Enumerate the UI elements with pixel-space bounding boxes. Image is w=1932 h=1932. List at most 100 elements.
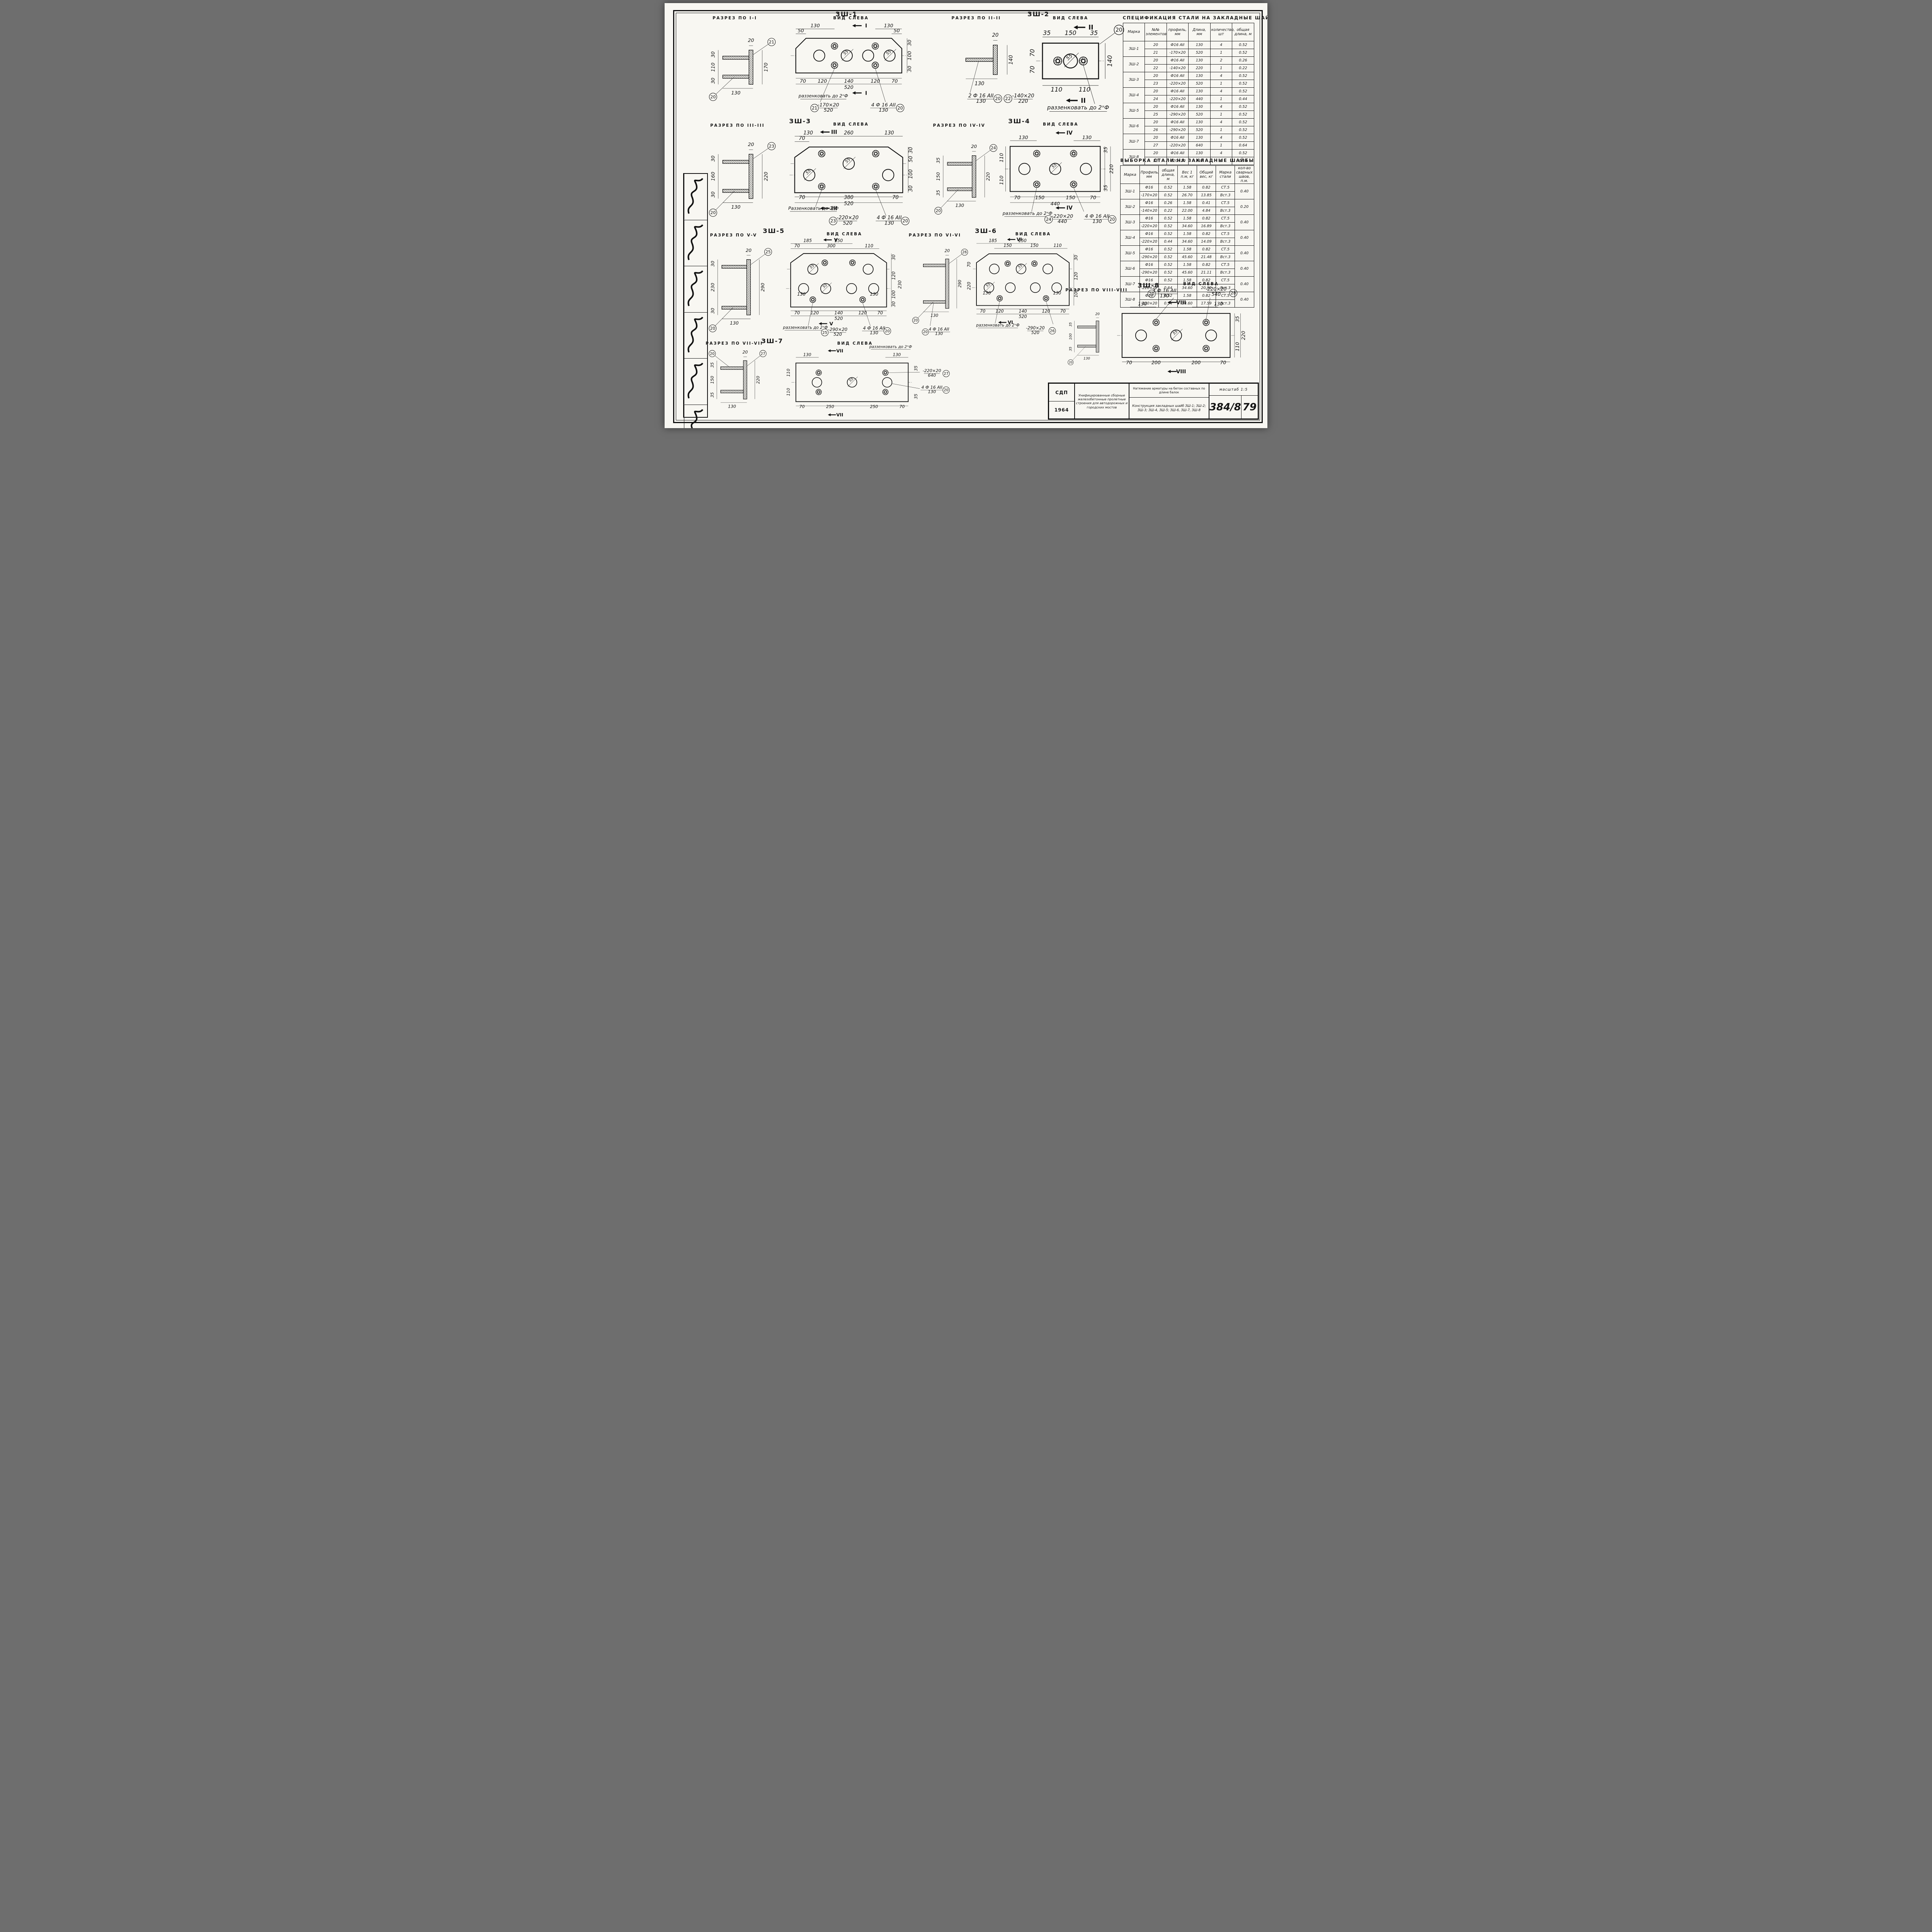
dimension-line	[876, 190, 886, 216]
mark-cell: ЗШ-4	[1122, 87, 1145, 103]
table-header: Марка стали	[1215, 165, 1235, 184]
panel-title-zsh6: ЗШ-6	[975, 227, 997, 235]
value-cell: 20	[1145, 87, 1167, 95]
table-header: Вес 1 п.м, кг	[1177, 165, 1197, 184]
panel-title-zsh3: ЗШ-3	[789, 117, 811, 125]
dim-label: 50	[798, 27, 804, 33]
signature-stroke	[687, 270, 704, 306]
value-cell: -140×20	[1139, 207, 1159, 215]
left-view-title: ВИД СЛЕВА	[833, 15, 869, 20]
value-cell: 0.82	[1196, 245, 1216, 254]
left-view-title: ВИД СЛЕВА	[827, 231, 862, 236]
steel-section	[720, 390, 744, 393]
dim-label: 70	[799, 404, 805, 409]
value-cell: 130	[1188, 41, 1211, 49]
section-mark-arrow	[998, 321, 1001, 324]
signature-stroke	[687, 362, 704, 399]
callout-circle	[912, 317, 919, 324]
hole-diameter-line	[821, 282, 832, 293]
signature-scribble	[687, 362, 704, 399]
value-cell: 13.85	[1196, 191, 1216, 200]
dimension-line	[1046, 301, 1053, 324]
dim-label: 520	[843, 221, 853, 226]
steel-section	[722, 56, 750, 60]
section-mark-arrow	[1007, 238, 1010, 241]
dim-label: 150	[1065, 29, 1077, 36]
value-cell: 520	[1188, 126, 1211, 134]
hole-d55	[813, 49, 825, 62]
value-cell: 520	[1188, 79, 1211, 88]
value-cell: 0.52	[1232, 133, 1254, 142]
dim-label: 35	[710, 392, 715, 398]
dim-label: 130	[731, 90, 740, 96]
dim-label: раззенковать до 2ˣФ	[783, 325, 828, 330]
weld-cell: 0.40	[1235, 276, 1254, 293]
steel-section	[947, 162, 972, 166]
section-view-title: РАЗРЕЗ ПО I-I	[713, 15, 757, 20]
dim-label: 35	[1103, 185, 1109, 191]
dim-label: 20	[748, 37, 754, 43]
value-cell: 0.52	[1158, 222, 1178, 231]
dim-label: 250	[870, 404, 878, 409]
value-cell: 4	[1210, 71, 1233, 80]
value-cell: 520	[1188, 48, 1211, 57]
value-cell: 520	[1188, 110, 1211, 119]
rebar-washer-core	[1035, 152, 1039, 156]
dim-label: 220	[1240, 331, 1246, 340]
spec-table-box: СПЕЦИФИКАЦИЯ СТАЛИ НА ЗАКЛАДНЫЕ ШАЙБЫ Ма…	[1122, 15, 1267, 165]
table-header: Марка	[1122, 22, 1145, 41]
value-cell: 220	[1188, 64, 1211, 72]
dim-label: 70	[799, 195, 805, 201]
spec-table-title: СПЕЦИФИКАЦИЯ СТАЛИ НА ЗАКЛАДНЫЕ ШАЙБЫ	[1122, 15, 1267, 20]
dim-label: 120	[818, 78, 827, 84]
dim-label: раззенковать до 2ˣФ	[798, 93, 848, 99]
dim-label: -170×20	[818, 102, 839, 107]
value-cell: 0.52	[1158, 261, 1178, 269]
dim-label: 30	[906, 66, 912, 72]
dim-label: 110	[786, 369, 791, 377]
callout-number: 21	[769, 40, 774, 45]
dim-label: 130	[930, 313, 938, 318]
value-cell: 1	[1210, 79, 1233, 88]
dim-label: 520	[835, 316, 843, 321]
dim-label: 20	[971, 144, 977, 149]
table-header: №№ элементов	[1145, 22, 1167, 41]
value-cell: 20	[1145, 118, 1167, 126]
table-header: общая длина, м	[1158, 165, 1178, 184]
dim-label: 30	[906, 40, 912, 46]
signature-scribble	[690, 409, 704, 428]
dim-label: 140	[1019, 309, 1027, 314]
dim-label: 130	[935, 332, 943, 336]
dim-label: 4 Ф 16 АII	[863, 325, 886, 330]
dimension-line	[820, 68, 835, 102]
value-cell: СТ.5	[1215, 261, 1235, 269]
rebar-washer-core	[851, 261, 854, 264]
left-view-title: ВИД СЛЕВА	[837, 341, 873, 346]
hole-diameter-line	[842, 49, 854, 61]
dim-label: 70	[1029, 49, 1036, 57]
callout-number: 20	[898, 105, 903, 111]
dim-label: 35	[1235, 316, 1240, 322]
dimension-line	[808, 302, 813, 326]
callout-number: 24	[1046, 217, 1051, 222]
signature-block: СоставилШкаровПроверилКузенков ГуляцкийР…	[683, 173, 708, 428]
dim-label: 140	[835, 310, 843, 315]
value-cell: 0.64	[1158, 284, 1178, 293]
callout-number: 20	[903, 219, 908, 224]
stamp-org-year: СДП 1964	[1049, 384, 1075, 419]
rebar-washer-core	[833, 63, 837, 67]
hole-d55	[798, 283, 809, 294]
dim-label: 140	[1106, 55, 1114, 67]
dim-label: 185	[803, 238, 812, 243]
dim-label: 4 Ф 16 АII	[871, 102, 896, 107]
dim-label: 110	[710, 63, 716, 72]
